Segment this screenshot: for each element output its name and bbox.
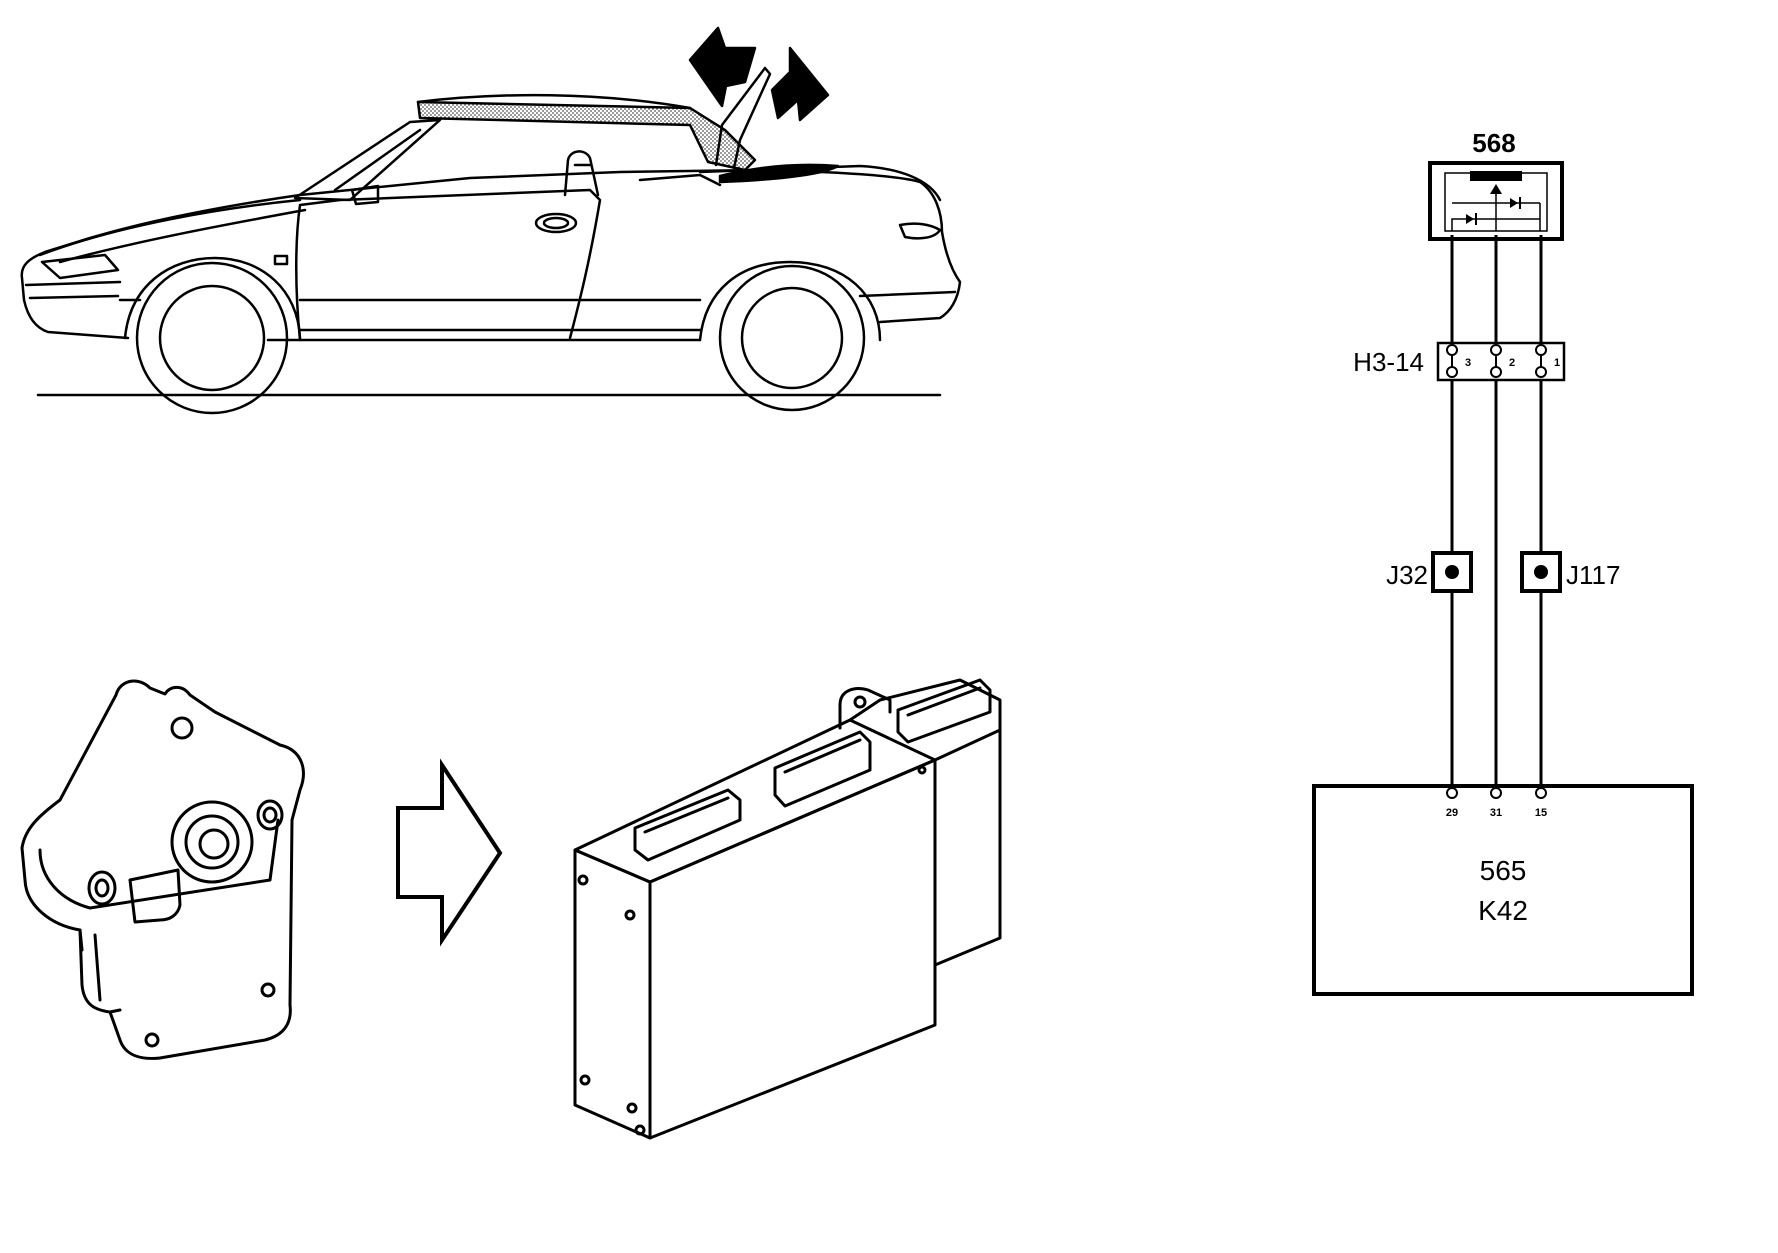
car-windshield bbox=[293, 118, 442, 202]
sensor-component-code: 568 bbox=[1472, 128, 1515, 158]
module-top bbox=[573, 718, 937, 884]
module-code: 565 bbox=[1480, 855, 1527, 886]
module-side bbox=[573, 848, 652, 1140]
connector-pin-2: 2 bbox=[1509, 357, 1515, 369]
car-body bbox=[20, 168, 962, 342]
car-headlight bbox=[40, 253, 120, 280]
car-door bbox=[295, 188, 602, 342]
car-door-handle bbox=[534, 212, 578, 234]
front-wheel bbox=[135, 261, 289, 415]
sensor-component-568: 568 bbox=[1428, 128, 1564, 241]
module-connectors bbox=[633, 678, 992, 862]
sensor-plate bbox=[20, 679, 305, 1060]
close-arrow-icon bbox=[770, 46, 830, 122]
points-to-arrow-icon bbox=[396, 758, 503, 947]
convertible-car-illustration bbox=[20, 26, 962, 415]
tonneau-cover bbox=[718, 163, 840, 184]
car-rear-deck bbox=[698, 164, 942, 240]
soft-top bbox=[416, 100, 757, 172]
control-module-565: 29 31 15 565 K42 bbox=[1312, 784, 1694, 996]
connector-pin-1: 1 bbox=[1554, 357, 1560, 369]
car-hood bbox=[38, 198, 307, 264]
sensor-shaft bbox=[170, 800, 254, 884]
control-module-illustration bbox=[573, 678, 1002, 1140]
wiring-diagram: 568 H3-14 3 2 1 bbox=[1312, 128, 1694, 996]
car-bumper bbox=[24, 280, 122, 300]
junction-j117: J117 bbox=[1520, 551, 1620, 593]
connector-code: H3-14 bbox=[1353, 347, 1424, 377]
connector-pin-3: 3 bbox=[1465, 357, 1471, 369]
car-seat bbox=[563, 150, 722, 197]
car-rocker bbox=[118, 290, 957, 332]
module-screws bbox=[577, 765, 927, 1136]
open-arrow-icon bbox=[688, 26, 757, 108]
junction-j117-code: J117 bbox=[1566, 560, 1620, 590]
junction-j32: J32 bbox=[1386, 551, 1473, 593]
module-pin-31: 31 bbox=[1490, 807, 1502, 819]
mount-holes bbox=[87, 716, 284, 1048]
module-front-face bbox=[648, 758, 937, 1140]
junction-j32-code: J32 bbox=[1386, 560, 1428, 590]
module-pin-15: 15 bbox=[1535, 807, 1547, 819]
top-arm bbox=[714, 66, 772, 170]
module-sub-code: K42 bbox=[1478, 895, 1528, 926]
car-mirror bbox=[350, 184, 380, 206]
wires bbox=[1450, 235, 1543, 788]
rear-wheel bbox=[718, 264, 866, 412]
position-sensor-illustration bbox=[20, 679, 305, 1060]
sensor-connector bbox=[128, 868, 182, 924]
connector-h3-14: H3-14 3 2 1 bbox=[1353, 341, 1566, 382]
module-pin-29: 29 bbox=[1446, 807, 1458, 819]
